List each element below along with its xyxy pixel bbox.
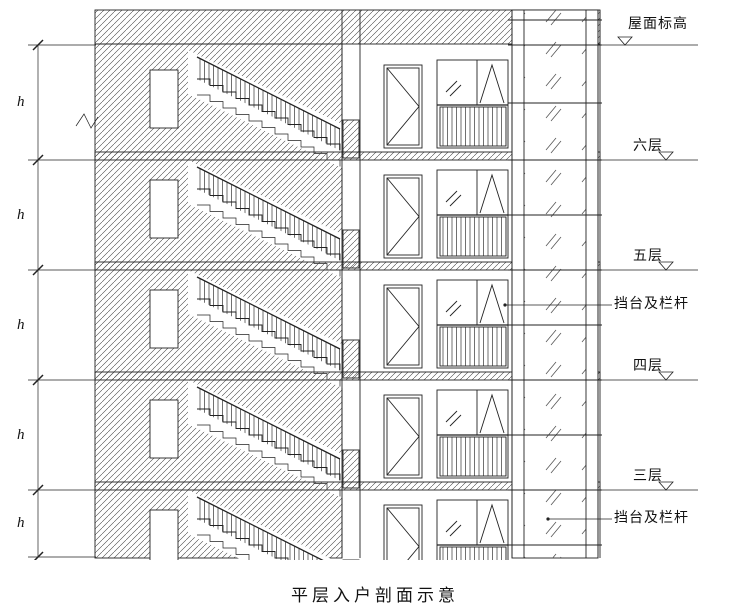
label-story-height-5: h xyxy=(17,515,25,531)
drawing-title: 平层入户剖面示意 xyxy=(291,586,459,605)
label-floor-5: 五层 xyxy=(633,249,663,264)
label-story-height-2: h xyxy=(17,207,25,223)
curtain-wall-transoms xyxy=(508,19,602,546)
level-marker-roof xyxy=(617,36,633,46)
dimension-line-left xyxy=(28,39,99,560)
level-marker-floor4 xyxy=(658,371,674,381)
wall-break-mark xyxy=(75,113,99,129)
level-marker-floor3 xyxy=(658,481,674,491)
level-marker-floor5 xyxy=(658,261,674,271)
level-marker-floor6 xyxy=(658,151,674,161)
label-floor-6: 六层 xyxy=(633,139,663,154)
section-linework xyxy=(28,9,698,560)
curtain-wall xyxy=(508,9,602,559)
label-parapet-railing-upper: 挡台及栏杆 xyxy=(614,297,689,312)
dimension-ticks xyxy=(32,39,44,560)
label-parapet-railing-lower: 挡台及栏杆 xyxy=(614,511,689,526)
label-floor-4: 四层 xyxy=(633,359,663,374)
label-story-height-1: h xyxy=(17,94,25,110)
label-story-height-4: h xyxy=(17,427,25,443)
label-story-height-3: h xyxy=(17,317,25,333)
level-lines-right xyxy=(600,36,698,491)
label-floor-3: 三层 xyxy=(633,469,663,484)
label-roof-elevation: 屋面标高 xyxy=(628,17,688,32)
corridor-walls xyxy=(341,10,361,558)
railing-leaders xyxy=(503,303,612,521)
